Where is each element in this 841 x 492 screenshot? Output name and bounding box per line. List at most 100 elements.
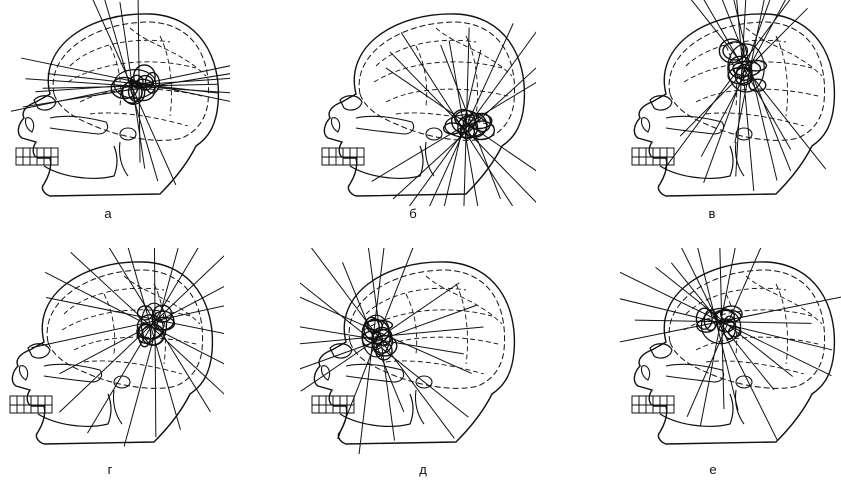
- projection-line: [679, 7, 808, 137]
- lesion-outline: [716, 318, 735, 333]
- tooth-lower: [638, 156, 647, 166]
- skull-panel-f: [620, 248, 841, 450]
- projection-lines: [10, 0, 230, 186]
- gyrus-line: [129, 27, 207, 77]
- projection-lines: [620, 248, 841, 442]
- tooth-lower: [666, 404, 675, 414]
- gyrus-line: [725, 45, 738, 107]
- gyrus-line: [159, 35, 172, 117]
- projection-line: [690, 0, 827, 170]
- tooth-upper: [16, 395, 25, 406]
- brain-contour: [348, 269, 506, 389]
- projection-line: [686, 248, 762, 417]
- brain-contour: [46, 269, 204, 389]
- panel-label-b: б: [409, 206, 417, 221]
- tooth-upper: [44, 395, 53, 406]
- nasal-cavity: [24, 117, 35, 133]
- tooth-upper: [659, 147, 668, 158]
- mandible: [349, 145, 424, 179]
- projection-line: [443, 49, 482, 206]
- projection-line: [735, 0, 747, 177]
- gyrus-line: [375, 336, 499, 351]
- gyrus-line: [705, 112, 805, 127]
- skull-outline: [633, 13, 836, 197]
- tooth-upper: [311, 395, 320, 406]
- projection-line: [733, 0, 778, 181]
- gyrus-line: [775, 35, 788, 117]
- gyrus-line: [83, 360, 183, 375]
- skull-drawing: [9, 248, 224, 447]
- teeth: [311, 395, 355, 414]
- gyrus-line: [435, 27, 513, 77]
- projection-line: [70, 252, 224, 395]
- tooth-upper: [631, 395, 640, 406]
- orbit: [339, 95, 363, 111]
- gyrus-line: [425, 275, 503, 325]
- ear-canal: [415, 375, 433, 389]
- gyrus-line: [465, 35, 478, 117]
- tooth-lower: [44, 404, 53, 414]
- ear-canal: [735, 375, 753, 389]
- projection-line: [703, 0, 771, 184]
- skull-panel-d: [4, 248, 224, 450]
- tooth-upper: [638, 147, 647, 158]
- tooth-upper: [631, 147, 640, 158]
- tooth-upper: [666, 395, 675, 406]
- tooth-lower: [631, 404, 640, 414]
- projection-line: [22, 73, 230, 108]
- gyrus-line: [415, 45, 428, 107]
- projection-line: [47, 73, 218, 94]
- projection-line: [697, 248, 739, 411]
- gyrus-line: [103, 293, 116, 355]
- tooth-upper: [339, 395, 348, 406]
- projection-line: [92, 0, 177, 186]
- mandible: [659, 145, 734, 179]
- teeth: [321, 147, 365, 166]
- gyrus-line: [67, 61, 197, 83]
- lesion-outline: [151, 310, 175, 331]
- gyrus-line: [745, 275, 823, 325]
- gyrus-line: [455, 283, 468, 365]
- projection-line: [137, 0, 141, 163]
- projection-lines: [664, 0, 827, 191]
- tooth-lower: [23, 404, 32, 414]
- projection-line: [45, 296, 224, 335]
- projection-line: [337, 248, 414, 440]
- projection-line: [670, 262, 775, 391]
- orbit: [649, 343, 673, 359]
- mandible: [43, 145, 118, 179]
- projection-line: [699, 248, 736, 427]
- skull-outline: [633, 261, 836, 445]
- mandible: [37, 393, 112, 427]
- gyrus-line: [683, 61, 813, 83]
- ear-canal: [119, 127, 137, 141]
- gyrus-line: [685, 39, 787, 67]
- gyrus-line: [73, 336, 197, 351]
- tooth-lower: [645, 156, 654, 166]
- lesion-outline: [695, 307, 713, 330]
- skull-outline: [313, 261, 516, 445]
- tooth-lower: [335, 156, 344, 166]
- panel-label-f: е: [709, 462, 717, 477]
- gyrus-line: [63, 287, 165, 315]
- panel-label-e: д: [419, 462, 427, 477]
- projection-line: [703, 0, 792, 150]
- projection-line: [25, 78, 230, 94]
- zygomatic-arch: [355, 115, 415, 135]
- teeth: [15, 147, 59, 166]
- tooth-upper: [15, 147, 24, 158]
- lesion-outline: [722, 41, 749, 61]
- tooth-lower: [22, 156, 31, 166]
- projection-line: [35, 77, 230, 93]
- tooth-lower: [50, 156, 59, 166]
- orbit: [27, 343, 51, 359]
- mastoid: [414, 389, 425, 425]
- projection-lines: [371, 23, 536, 206]
- projection-line: [123, 248, 179, 447]
- tooth-lower: [9, 404, 18, 414]
- tooth-upper: [43, 147, 52, 158]
- tooth-lower: [328, 156, 337, 166]
- tooth-lower: [346, 404, 355, 414]
- gyrus-line: [745, 27, 823, 77]
- projection-line: [664, 0, 791, 169]
